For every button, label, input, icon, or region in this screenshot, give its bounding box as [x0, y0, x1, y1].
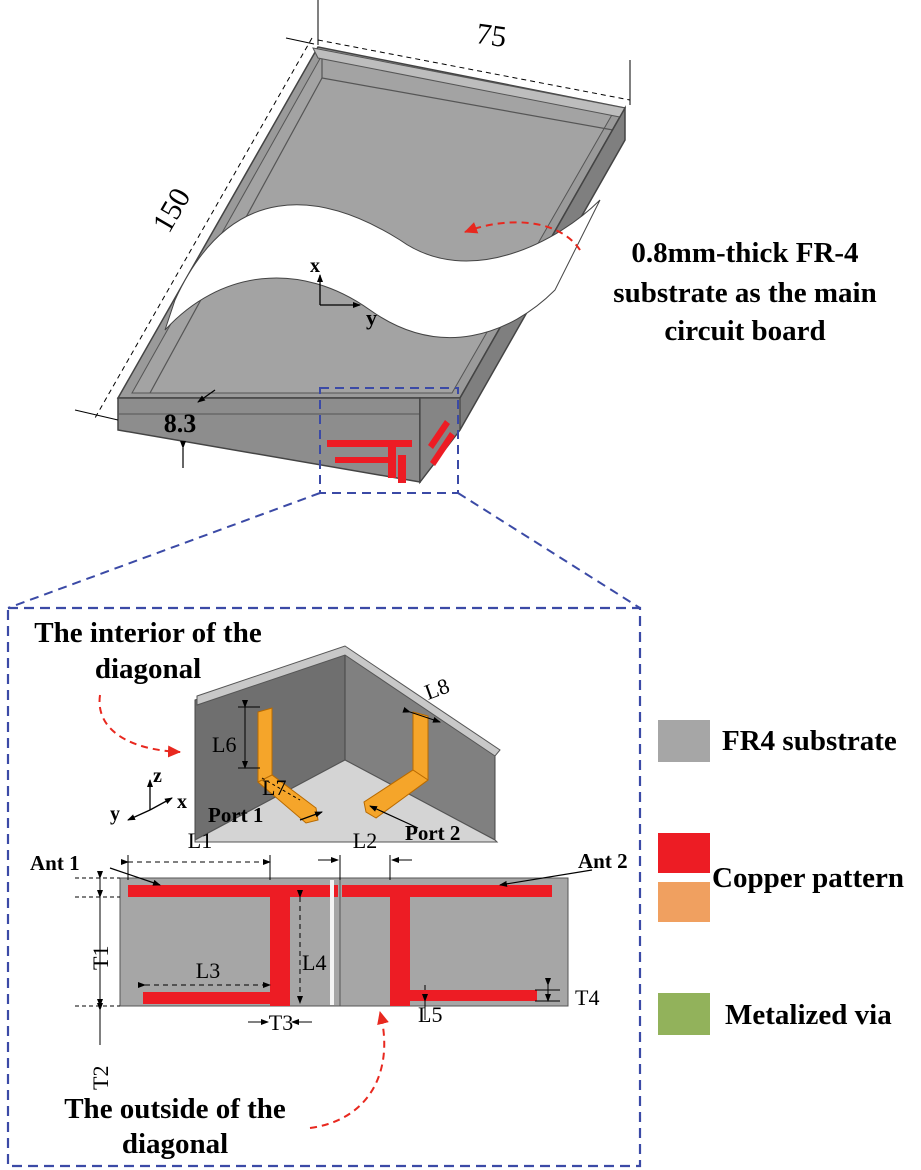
- dim-T1: T1: [88, 946, 113, 970]
- dim-length-label: 150: [146, 183, 197, 238]
- substrate-note-arrow: [464, 221, 581, 251]
- chassis-inner-floor: [131, 54, 614, 394]
- dim-height-label: 8.3: [164, 409, 197, 438]
- interior-title-line1: The interior of the: [34, 617, 262, 649]
- dim-L4: L4: [302, 950, 326, 975]
- interior-title-line2: diagonal: [95, 653, 201, 685]
- dim-L2: L2: [353, 828, 377, 853]
- ant2-label: Ant 2: [578, 849, 628, 873]
- dim-L7: L7: [262, 775, 286, 800]
- corner-axis: [127, 779, 173, 821]
- corner-axis-y: y: [110, 803, 120, 825]
- chassis-wave-break: [164, 199, 601, 339]
- dim-T2: T2: [88, 1066, 113, 1090]
- legend-swatch-via: [658, 993, 710, 1035]
- outside-title-arrow: [309, 1011, 389, 1129]
- dim-L5: L5: [418, 1002, 442, 1027]
- outside-view: [119, 877, 569, 1007]
- dim-L6: L6: [212, 732, 236, 757]
- chassis-axis-x: x: [310, 255, 320, 277]
- substrate-note-line1: 0.8mm-thick FR-4: [631, 237, 858, 269]
- interior-title-arrow: [98, 694, 181, 758]
- corner-interior-view: [194, 645, 501, 843]
- legend-label-copper: Copper pattern: [712, 862, 904, 894]
- chassis-antenna-traces: [327, 420, 455, 483]
- outside-title-line1: The outside of the: [64, 1093, 286, 1125]
- zoom-source-box: [319, 387, 459, 494]
- chassis-dimensions: [74, 0, 631, 468]
- substrate-note-line3: circuit board: [664, 315, 825, 347]
- legend-label-via: Metalized via: [725, 999, 892, 1031]
- ant1-label: Ant 1: [30, 851, 80, 875]
- dim-L1: L1: [188, 828, 212, 853]
- dim-width-label: 75: [474, 17, 508, 54]
- outside-title-line2: diagonal: [122, 1128, 228, 1160]
- corner-axis-x: x: [177, 791, 187, 813]
- dim-L3: L3: [196, 958, 220, 983]
- phone-chassis: [116, 46, 627, 485]
- corner-axis-z: z: [153, 765, 162, 787]
- legend-label-fr4: FR4 substrate: [722, 725, 897, 757]
- chassis-axis-y: y: [366, 305, 377, 330]
- legend-swatch-copper-red: [658, 833, 710, 873]
- outside-substrate: [119, 877, 569, 1007]
- legend: FR4 substrate Copper pattern Metalized v…: [658, 720, 904, 1035]
- dim-T4: T4: [575, 985, 599, 1010]
- substrate-note-line2: substrate as the main: [613, 277, 876, 309]
- zoom-panel: [6, 606, 642, 1168]
- chassis-axis: [317, 274, 361, 308]
- port1-label: Port 1: [208, 803, 263, 827]
- port2-label: Port 2: [405, 821, 460, 845]
- dim-T3: T3: [269, 1010, 293, 1035]
- legend-swatch-copper-orange: [658, 882, 710, 922]
- legend-swatch-fr4: [658, 720, 710, 762]
